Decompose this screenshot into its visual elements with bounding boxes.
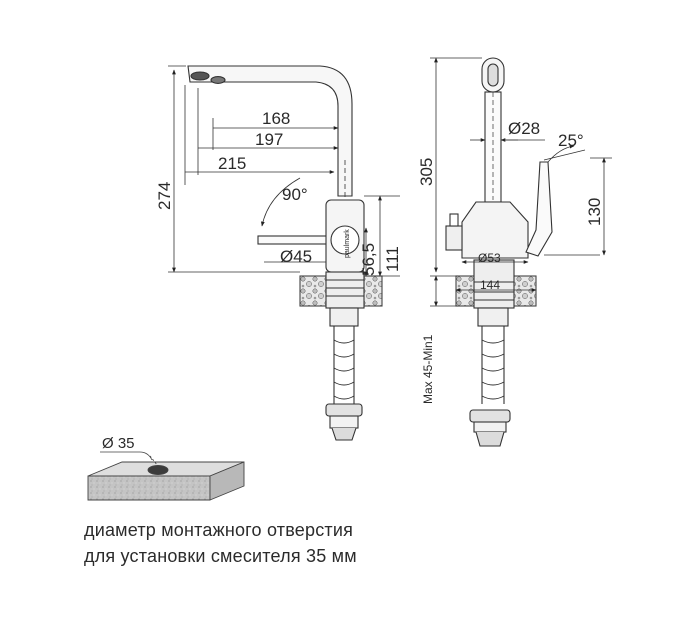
dim-spout-outer: 197 — [255, 130, 283, 149]
dim-lever-angle: 25° — [558, 131, 584, 150]
dim-side-body-height: 111 — [383, 246, 402, 272]
front-lever — [525, 161, 553, 257]
side-view — [168, 65, 400, 441]
dim-side-height: 274 — [155, 182, 174, 210]
dim-spout-inner: 168 — [262, 109, 290, 128]
dim-front-base-diameter: Ø53 — [478, 251, 501, 265]
slab-side — [209, 461, 245, 501]
side-cartridge — [330, 225, 360, 255]
dim-front-height: 305 — [417, 158, 436, 186]
dim-lever-length: 130 — [585, 198, 604, 226]
dim-reach: 215 — [218, 154, 246, 173]
dim-side-base-diameter: Ø45 — [280, 247, 312, 266]
caption-line-2: для установки смесителя 35 мм — [84, 546, 357, 566]
slab-front — [87, 475, 211, 501]
mounting-hole — [147, 465, 169, 475]
dim-tube-diameter: Ø28 — [508, 119, 540, 138]
spout-outlet — [190, 71, 210, 81]
dim-rotation: 90° — [282, 185, 308, 204]
front-view — [430, 57, 612, 447]
caption-line-1: диаметр монтажного отверстия — [84, 520, 354, 540]
dim-side-base-height: 56,5 — [359, 243, 378, 276]
hole-diameter-label: Ø 35 — [102, 435, 135, 452]
dim-countertop-thickness: Max 45-Min1 — [421, 334, 435, 404]
dim-mount-width: 144 — [480, 278, 500, 292]
front-body — [461, 201, 529, 259]
side-lever — [257, 235, 337, 245]
brand-logo: paulmark — [344, 229, 351, 258]
hole-detail — [87, 451, 245, 501]
